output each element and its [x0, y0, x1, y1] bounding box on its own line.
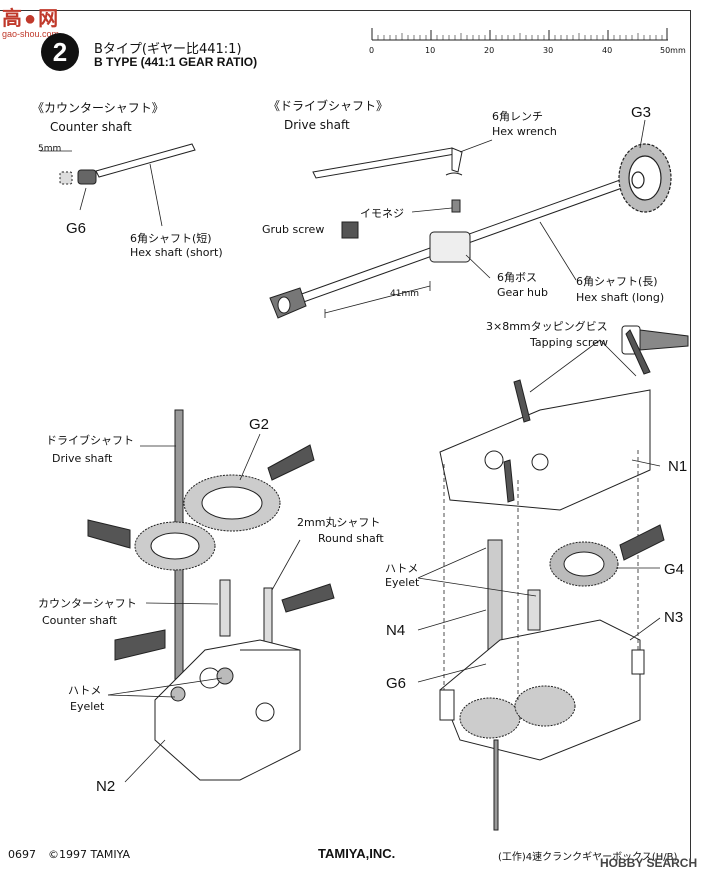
- round-shaft-jp: 2mm丸シャフト: [297, 516, 381, 529]
- hex-shaft-short-jp: 6角シャフト(短): [130, 232, 212, 245]
- drive-shaft-en: Drive shaft: [52, 452, 113, 465]
- gearbox-left: [87, 409, 335, 783]
- gear-g3: [618, 119, 672, 213]
- watermark-url: gao-shou.com: [2, 29, 60, 39]
- tapping-screw-en: Tapping screw: [530, 336, 608, 349]
- ruler-tick-50: 50mm: [660, 46, 686, 55]
- ruler-tick-0: 0: [369, 46, 375, 55]
- counter-shaft-section-en: Counter shaft: [50, 120, 132, 134]
- part-g6-bottom: G6: [386, 675, 407, 692]
- five-mm-label: 5mm: [38, 144, 62, 154]
- part-g6-top: G6: [66, 220, 87, 237]
- footer-product: (工作)4速クランクギヤーボックス(H/B): [498, 852, 678, 863]
- part-n1: N1: [668, 458, 688, 475]
- part-g2: G2: [249, 416, 270, 433]
- footer-company: TAMIYA,INC.: [318, 846, 396, 861]
- hex-shaft-long-jp: 6角シャフト(長): [576, 275, 658, 288]
- tapping-screw-jp: 3×8mmタッピングビス: [486, 320, 608, 333]
- step-title-en: B TYPE (441:1 GEAR RATIO): [94, 55, 258, 69]
- right-border: [690, 10, 691, 860]
- step-title-jp: Bタイプ(ギヤー比441:1): [94, 42, 242, 57]
- step-number-badge: 2: [41, 33, 79, 71]
- drive-shaft-section-en: Drive shaft: [284, 118, 350, 132]
- part-n2: N2: [96, 778, 116, 795]
- top-border: [0, 10, 690, 11]
- gear-hub-en: Gear hub: [497, 286, 548, 299]
- eyelet-right-jp: ハトメ: [385, 562, 419, 575]
- hex-shaft-short: [40, 143, 196, 227]
- hex-shaft-long-en: Hex shaft (long): [576, 291, 665, 304]
- ruler-tick-30: 30: [543, 46, 554, 55]
- grub-screw: [341, 199, 461, 239]
- round-shaft-en: Round shaft: [318, 532, 384, 545]
- eyelet-left-en: Eyelet: [70, 700, 105, 713]
- hex-wrench-jp: 6角レンチ: [492, 110, 543, 123]
- ruler-tick-20: 20: [484, 46, 495, 55]
- ruler-tick-10: 10: [425, 46, 436, 55]
- gear-hub-jp: 6角ボス: [497, 271, 537, 284]
- ruler-tick-40: 40: [602, 46, 613, 55]
- hex-wrench: [312, 139, 493, 179]
- eyelet-left-jp: ハトメ: [68, 684, 102, 697]
- ruler: [371, 28, 668, 41]
- grub-screw-en: Grub screw: [262, 223, 325, 236]
- hex-wrench-en: Hex wrench: [492, 125, 557, 138]
- part-g3: G3: [631, 104, 652, 121]
- drive-shaft-section-jp: 《ドライブシャフト》: [268, 99, 389, 113]
- grub-screw-jp: イモネジ: [360, 207, 404, 220]
- part-n3: N3: [664, 609, 684, 626]
- hex-shaft-short-en: Hex shaft (short): [130, 246, 223, 259]
- part-g4: G4: [664, 561, 685, 578]
- footer-copyright: ©1997 TAMIYA: [48, 848, 131, 861]
- hex-shaft-long: [269, 179, 623, 319]
- part-n4: N4: [386, 622, 406, 639]
- gearbox-right: [417, 329, 665, 831]
- counter-shaft-jp: カウンターシャフト: [38, 597, 137, 610]
- counter-shaft-en: Counter shaft: [42, 614, 117, 627]
- dimension-41mm: 41mm: [390, 289, 419, 299]
- watermark-brand: 高●网: [2, 8, 61, 30]
- watermark-logo: 高●网 gao-shou.com: [2, 2, 60, 39]
- footer-watermark: HOBBY SEARCH: [600, 856, 698, 870]
- eyelet-right-en: Eyelet: [385, 576, 420, 589]
- drive-shaft-jp: ドライブシャフト: [46, 434, 134, 447]
- footer-code: 0697: [8, 848, 36, 861]
- counter-shaft-section-jp: 《カウンターシャフト》: [32, 101, 164, 115]
